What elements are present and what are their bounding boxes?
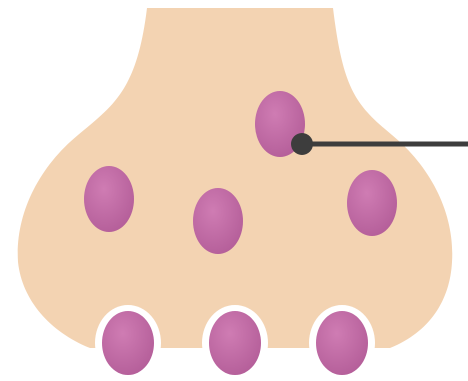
docked-vesicle-middle bbox=[209, 311, 261, 375]
vesicle-right bbox=[347, 170, 397, 236]
vesicle-left bbox=[84, 166, 134, 232]
docked-vesicles bbox=[95, 305, 375, 381]
docked-vesicle-left bbox=[102, 311, 154, 375]
pointer-dot bbox=[291, 133, 313, 155]
vesicle-center bbox=[193, 188, 243, 254]
docked-vesicle-right bbox=[316, 311, 368, 375]
